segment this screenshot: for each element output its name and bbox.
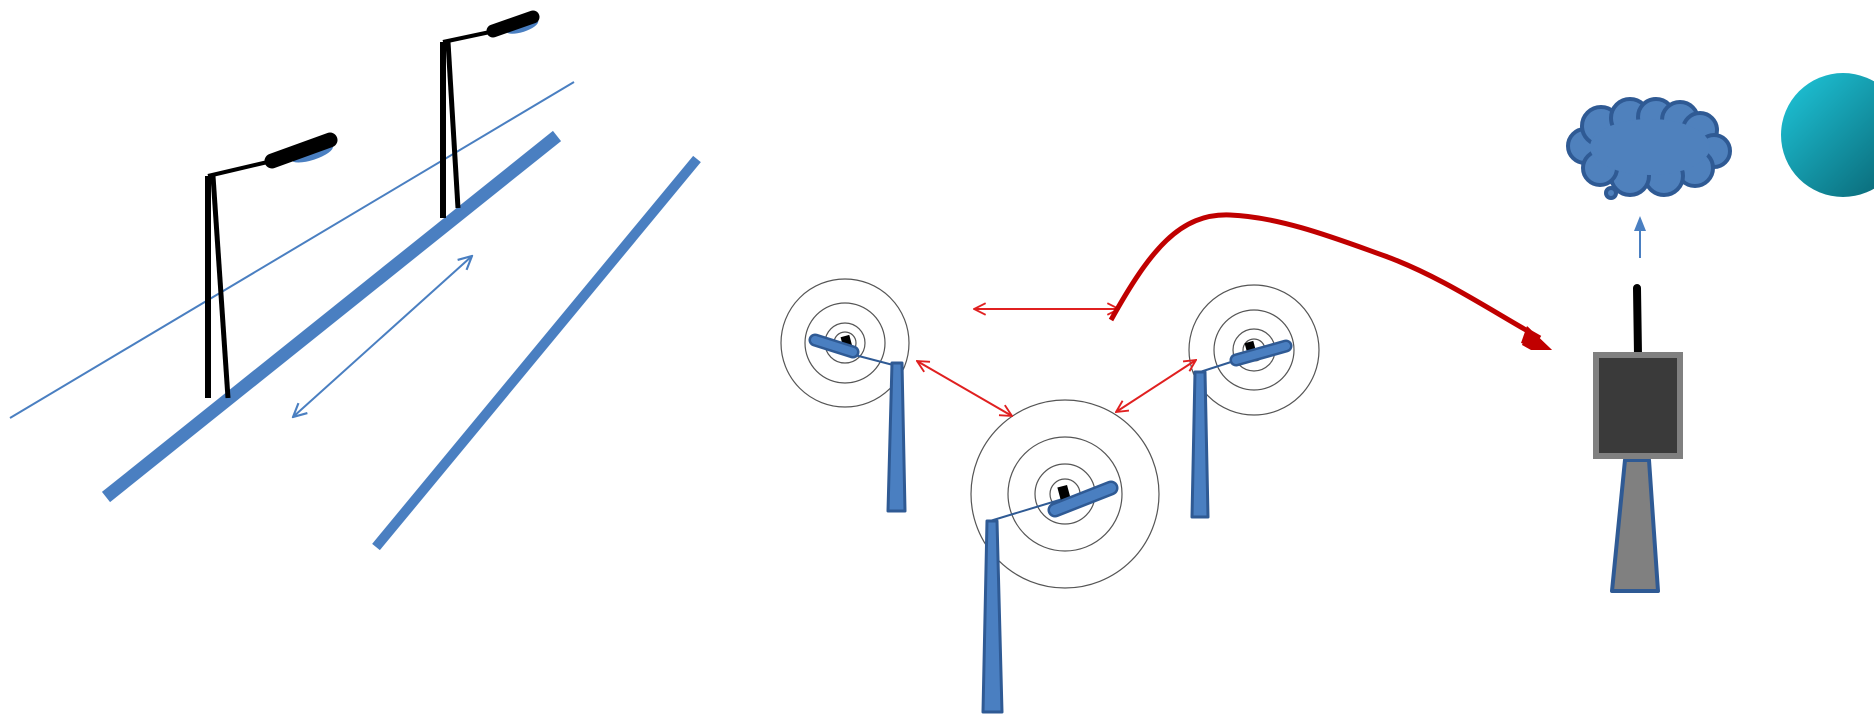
sensor-node-icon	[1188, 284, 1320, 519]
road-edge-line	[9, 81, 575, 419]
uplink-arrow	[1108, 212, 1552, 350]
mesh-link-left	[917, 361, 1012, 416]
sensor-node-icon	[970, 399, 1160, 714]
road-scene	[9, 10, 701, 551]
street-lamp-icon	[205, 132, 338, 399]
cloud-uplink-arrowhead	[1634, 216, 1646, 231]
road-lane-left	[101, 130, 562, 503]
mesh-link-right	[1116, 360, 1196, 412]
gateway-icon	[1593, 284, 1683, 593]
traffic-direction-arrow	[293, 256, 472, 417]
sensor-node-icon	[780, 278, 910, 513]
street-lamp-icon	[440, 10, 540, 218]
mesh-links	[917, 309, 1196, 416]
road-lane-right	[372, 155, 701, 551]
cloud-icon	[1566, 97, 1732, 200]
globe-icon	[1781, 73, 1874, 197]
